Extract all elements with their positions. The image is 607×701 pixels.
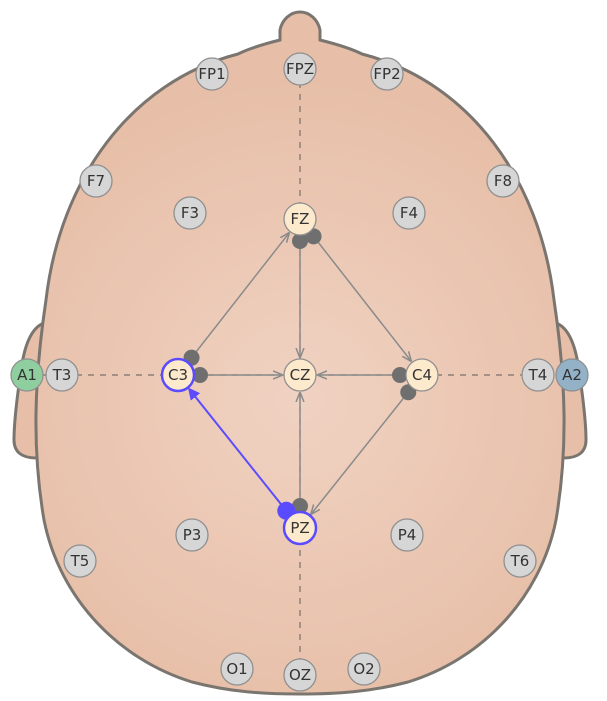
electrode-label: A1 <box>17 366 37 384</box>
electrode-label: T6 <box>510 552 530 570</box>
electrode-t6[interactable]: T6 <box>503 544 537 578</box>
electrode-label: C3 <box>168 366 188 384</box>
electrode-t3[interactable]: T3 <box>45 358 79 392</box>
electrode-fp1[interactable]: FP1 <box>195 57 229 91</box>
connection-handle-c4-cz[interactable] <box>392 367 408 383</box>
electrode-label: FPZ <box>286 60 314 78</box>
electrode-label: PZ <box>290 519 309 537</box>
connection-pz-c3[interactable] <box>187 387 289 513</box>
connection-c4-pz[interactable] <box>311 390 411 514</box>
electrode-c3[interactable]: C3 <box>160 357 196 393</box>
electrode-circle <box>283 52 317 86</box>
electrode-pz[interactable]: PZ <box>282 510 318 546</box>
electrode-t5[interactable]: T5 <box>63 544 97 578</box>
electrode-circle <box>370 57 404 91</box>
electrode-circle <box>521 358 555 392</box>
electrode-label: O2 <box>353 660 374 678</box>
electrode-label: T5 <box>70 552 90 570</box>
electrode-label: F3 <box>181 204 199 222</box>
electrode-f4[interactable]: F4 <box>392 196 426 230</box>
electrode-circle <box>160 357 196 393</box>
electrode-circle <box>503 544 537 578</box>
electrode-circle <box>63 544 97 578</box>
electrode-f8[interactable]: F8 <box>486 164 520 198</box>
electrode-label: F8 <box>494 172 512 190</box>
electrode-label: OZ <box>289 666 311 684</box>
electrode-circle <box>79 164 113 198</box>
electrode-p4[interactable]: P4 <box>390 518 424 552</box>
electrode-p3[interactable]: P3 <box>175 518 209 552</box>
connection-handle-pz-cz[interactable] <box>292 498 308 514</box>
electrode-circle <box>405 358 439 392</box>
electrode-label: P4 <box>398 526 417 544</box>
electrode-label: F4 <box>400 204 418 222</box>
connection-c3-fz[interactable] <box>189 233 289 360</box>
electrode-label: C4 <box>412 366 432 384</box>
electrode-fp2[interactable]: FP2 <box>370 57 404 91</box>
electrode-circle <box>175 518 209 552</box>
electrode-circle <box>282 510 318 546</box>
electrode-label: CZ <box>290 366 311 384</box>
electrode-f3[interactable]: F3 <box>173 196 207 230</box>
electrode-a2[interactable]: A2 <box>555 358 589 392</box>
electrode-label: P3 <box>183 526 202 544</box>
electrode-circle <box>392 196 426 230</box>
electrode-label: FP1 <box>198 65 225 83</box>
electrode-fpz[interactable]: FPZ <box>283 52 317 86</box>
electrode-circle <box>390 518 424 552</box>
connection-fz-c4[interactable] <box>311 234 411 361</box>
electrode-circle <box>555 358 589 392</box>
electrode-label: T4 <box>528 366 548 384</box>
connection-handle-fz-cz[interactable] <box>292 233 308 249</box>
electrode-fz[interactable]: FZ <box>283 202 317 236</box>
electrode-cz[interactable]: CZ <box>283 358 317 392</box>
electrode-o1[interactable]: O1 <box>220 652 254 686</box>
electrode-label: FZ <box>291 210 310 228</box>
electrode-circle <box>347 652 381 686</box>
electrode-label: T3 <box>52 366 72 384</box>
electrode-oz[interactable]: OZ <box>283 658 317 692</box>
electrode-circle <box>195 57 229 91</box>
electrode-o2[interactable]: O2 <box>347 652 381 686</box>
electrode-f7[interactable]: F7 <box>79 164 113 198</box>
electrode-t4[interactable]: T4 <box>521 358 555 392</box>
electrode-c4[interactable]: C4 <box>405 358 439 392</box>
electrode-circle <box>283 358 317 392</box>
electrode-label: A2 <box>562 366 582 384</box>
electrode-label: F7 <box>87 172 105 190</box>
electrode-label: FP2 <box>373 65 400 83</box>
electrode-circle <box>45 358 79 392</box>
connection-handle-c3-cz[interactable] <box>192 367 208 383</box>
electrode-a1[interactable]: A1 <box>10 358 44 392</box>
electrode-circle <box>283 658 317 692</box>
electrode-circle <box>10 358 44 392</box>
electrode-circle <box>220 652 254 686</box>
electrode-circle <box>283 202 317 236</box>
electrode-label: O1 <box>226 660 247 678</box>
electrode-circle <box>173 196 207 230</box>
electrode-circle <box>486 164 520 198</box>
